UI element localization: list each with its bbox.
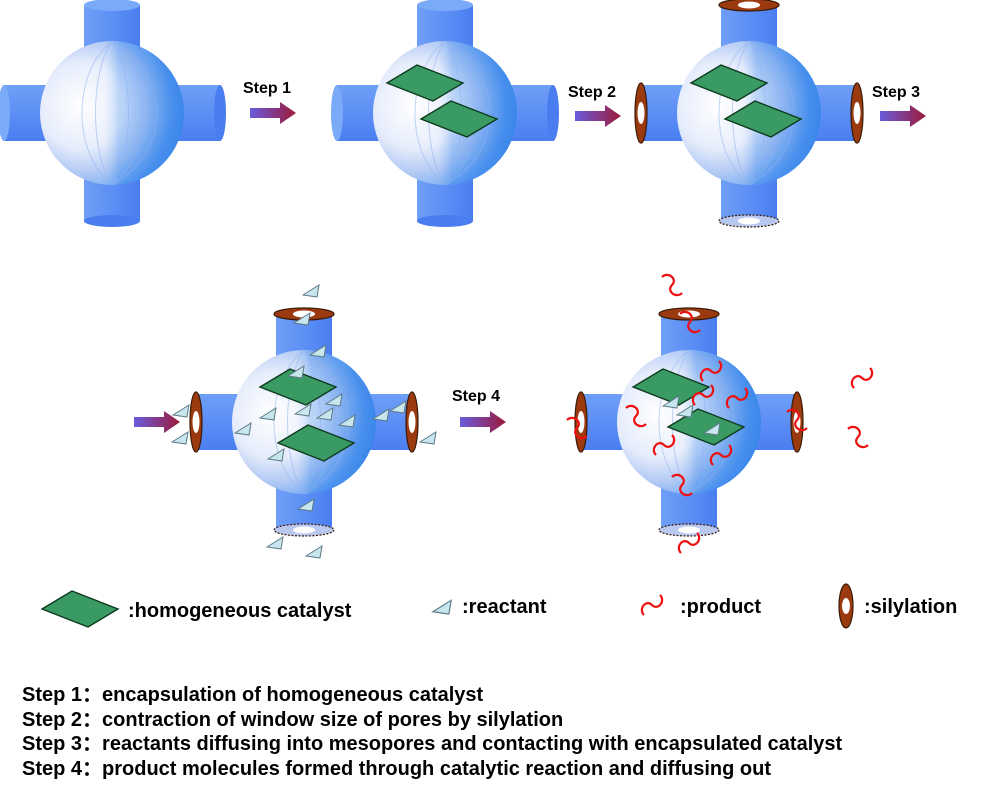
pore-with-reactants [190,308,418,536]
legend-catalyst-label: :homogeneous catalyst [128,600,352,622]
step-3-label: Step 3 [872,84,920,101]
step-3-description: Step 3：reactants diffusing into mesopore… [22,732,842,757]
step-2-text: contraction of window size of pores by s… [102,708,564,731]
pore-with-products [575,308,803,536]
legend-reactant-icon [432,599,452,615]
legend: :homogeneous catalyst :reactant :product… [41,583,957,629]
legend-product-label: :product [680,596,761,618]
legend-catalyst-icon [41,590,119,628]
legend-silylation-label: :silylation [864,596,957,618]
legend-product-icon [640,593,664,617]
step-4-text: product molecules formed through catalyt… [102,757,771,780]
step-2-description: Step 2：contraction of window size of por… [22,708,842,733]
step-3-text: reactants diffusing into mesopores and c… [102,733,843,755]
step-3-prefix: Step 3： [22,733,103,755]
step-1-prefix: Step 1： [22,684,103,706]
step-1-description: Step 1：encapsulation of homogeneous cata… [22,683,842,708]
step-4-label: Step 4 [452,388,500,405]
step-2-arrow [575,105,621,127]
step-4-prefix: Step 4： [22,757,103,780]
step-3-arrow [880,105,926,127]
step-descriptions: Step 1：encapsulation of homogeneous cata… [22,683,842,781]
step-4-arrow [460,411,506,433]
step-2-prefix: Step 2： [22,708,103,731]
legend-silylation-icon [838,583,854,629]
pore-silylated-with-catalyst [635,0,863,227]
step-1-label: Step 1 [243,80,291,97]
incoming-arrow [134,411,180,433]
step-4-description: Step 4：product molecules formed through … [22,757,842,782]
step-2-label: Step 2 [568,84,616,101]
legend-reactant-label: :reactant [462,596,547,618]
step-1-text: encapsulation of homogeneous catalyst [102,684,484,706]
step-1-arrow [250,102,296,124]
pore-empty [0,0,226,227]
pore-with-catalyst [331,0,559,227]
